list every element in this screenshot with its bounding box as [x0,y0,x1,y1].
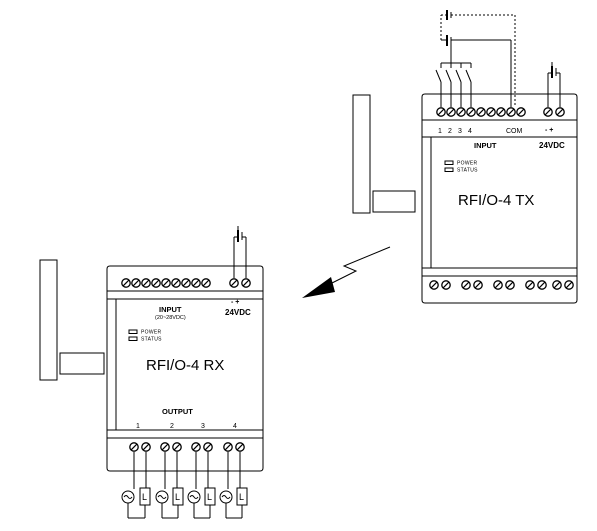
rx-output-3: 3 [201,423,205,430]
rx-antenna-connector [59,352,105,375]
rx-status-label: STATUS [141,337,162,343]
tx-polarity: - + [545,127,553,134]
radio-link [302,246,391,298]
tx-input-wiring [435,10,516,107]
tx-antenna [352,94,371,214]
load-circuit-1: L [121,452,151,519]
rx-top-terminals [121,278,211,288]
tx-status-label: STATUS [457,168,478,174]
tx-terminal-4: 4 [468,128,472,135]
rx-output-loads: L L [121,452,248,519]
rx-polarity: - + [231,299,239,306]
tx-input-label: INPUT [474,141,497,150]
load-circuit-4: L [219,452,248,519]
tx-input-terminals [436,107,526,117]
tx-com-label: COM [506,128,523,135]
tx-module: 1 2 3 4 COM - + INPUT 24VDC POWER STATUS… [352,10,578,304]
rx-input-range: (20~28VDC) [155,315,186,321]
rx-output-1: 1 [136,423,140,430]
rx-supply-label: 24VDC [225,308,251,317]
load-label-3: L [207,492,212,502]
rx-title: RFI/O-4 RX [146,357,224,374]
tx-terminal-3: 3 [458,128,462,135]
load-label-1: L [142,492,147,502]
tx-power-label: POWER [457,161,477,167]
tx-housing [421,93,578,304]
tx-terminal-2: 2 [448,128,452,135]
rx-input-label: INPUT [159,305,182,314]
rx-supply-wiring [233,226,247,278]
rx-status-led [128,336,138,341]
rx-power-led [128,329,138,334]
tx-antenna-connector [372,190,416,213]
load-circuit-2: L [155,452,184,519]
rx-antenna [39,259,58,381]
tx-title: RFI/O-4 TX [458,192,534,209]
rx-power-label: POWER [141,330,161,336]
rx-output-4: 4 [233,423,237,430]
rx-output-label: OUTPUT [162,407,193,416]
load-circuit-3: L [187,452,216,519]
tx-status-led [444,167,454,172]
rx-module: - + 24VDC INPUT (20~28VDC) POWER STATUS … [39,226,264,519]
tx-supply-wiring [547,62,561,107]
rx-output-2: 2 [170,423,174,430]
rx-housing [106,265,264,472]
tx-terminal-1: 1 [438,128,442,135]
tx-supply-label: 24VDC [539,141,565,150]
load-label-2: L [175,492,180,502]
load-label-4: L [239,492,244,502]
tx-power-led [444,160,454,165]
